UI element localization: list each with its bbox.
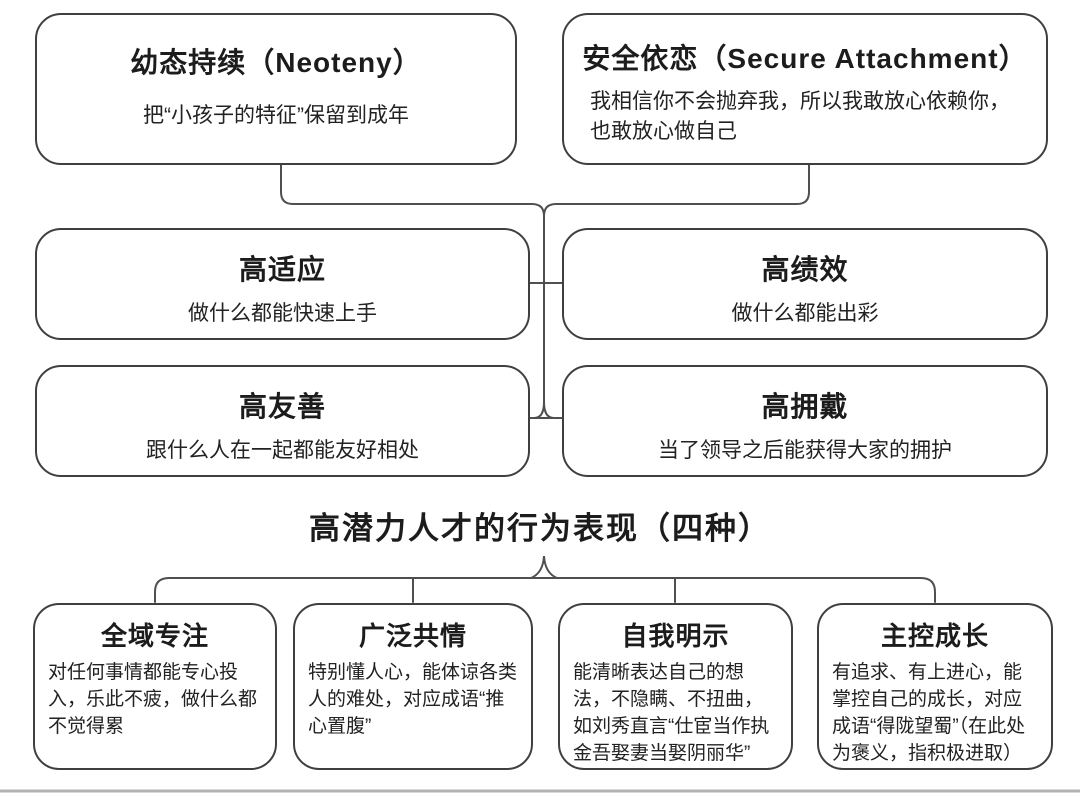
node-secure-attachment: 安全依恋（Secure Attachment） 我相信你不会抛弃我，所以我敢放心…: [562, 13, 1048, 165]
node-self-disclosure-desc: 能清晰表达自己的想法，不隐瞒、不扭曲，如刘秀直言“仕宦当作执金吾娶妻当娶阴丽华”: [573, 662, 770, 764]
node-high-adaptability: 高适应 做什么都能快速上手: [35, 228, 530, 340]
node-high-performance: 高绩效 做什么都能出彩: [562, 228, 1048, 340]
node-full-domain-focus-title: 全域专注: [100, 621, 209, 651]
wire-top-left-drop: [280, 164, 545, 217]
node-secure-attachment-desc: 我相信你不会抛弃我，所以我敢放心依赖你，也敢放心做自己: [590, 90, 1010, 144]
wire-bottom-rail: [154, 577, 936, 603]
node-neoteny-desc: 把“小孩子的特征”保留到成年: [143, 104, 409, 127]
node-high-endorsement: 高拥戴 当了领导之后能获得大家的拥护: [562, 365, 1048, 477]
node-full-domain-focus: 全域专注 对任何事情都能专心投入，乐此不疲，做什么都不觉得累: [33, 603, 277, 770]
section-title: 高潜力人才的行为表现（四种）: [309, 511, 771, 546]
node-high-performance-title: 高绩效: [761, 254, 849, 285]
node-self-directed-growth-title: 主控成长: [880, 621, 989, 651]
node-high-adaptability-title: 高适应: [238, 254, 326, 285]
node-high-adaptability-desc: 做什么都能快速上手: [188, 302, 377, 325]
node-self-disclosure-title: 自我明示: [621, 621, 730, 651]
node-self-directed-growth-desc: 有追求、有上进心，能掌控自己的成长，对应成语“得陇望蜀”（在此处为褒义，指积极进…: [832, 662, 1026, 764]
node-broad-empathy: 广泛共情 特别懂人心，能体谅各类人的难处，对应成语“推心置腹”: [293, 603, 533, 770]
node-neoteny: 幼态持续（Neoteny） 把“小孩子的特征”保留到成年: [35, 13, 517, 165]
node-self-disclosure: 自我明示 能清晰表达自己的想法，不隐瞒、不扭曲，如刘秀直言“仕宦当作执金吾娶妻当…: [558, 603, 793, 770]
node-high-endorsement-desc: 当了领导之后能获得大家的拥护: [658, 439, 952, 462]
node-high-friendliness: 高友善 跟什么人在一起都能友好相处: [35, 365, 530, 477]
node-self-directed-growth: 主控成长 有追求、有上进心，能掌控自己的成长，对应成语“得陇望蜀”（在此处为褒义…: [817, 603, 1053, 770]
node-broad-empathy-title: 广泛共情: [358, 621, 467, 651]
wire-top-right-drop: [543, 164, 810, 217]
wire-row3-fork-right: [543, 401, 555, 419]
node-high-friendliness-title: 高友善: [238, 391, 326, 422]
node-full-domain-focus-desc: 对任何事情都能专心投入，乐此不疲，做什么都不觉得累: [48, 662, 258, 737]
wire-bottom-peak: [530, 555, 558, 579]
node-high-friendliness-desc: 跟什么人在一起都能友好相处: [146, 439, 419, 462]
node-secure-attachment-title: 安全依恋（Secure Attachment）: [582, 43, 1028, 74]
node-high-endorsement-title: 高拥戴: [761, 391, 849, 422]
wire-row3-fork-left: [533, 401, 545, 419]
node-high-performance-desc: 做什么都能出彩: [731, 302, 879, 325]
node-neoteny-title: 幼态持续（Neoteny）: [130, 47, 422, 78]
node-broad-empathy-desc: 特别懂人心，能体谅各类人的难处，对应成语“推心置腹”: [308, 662, 518, 737]
